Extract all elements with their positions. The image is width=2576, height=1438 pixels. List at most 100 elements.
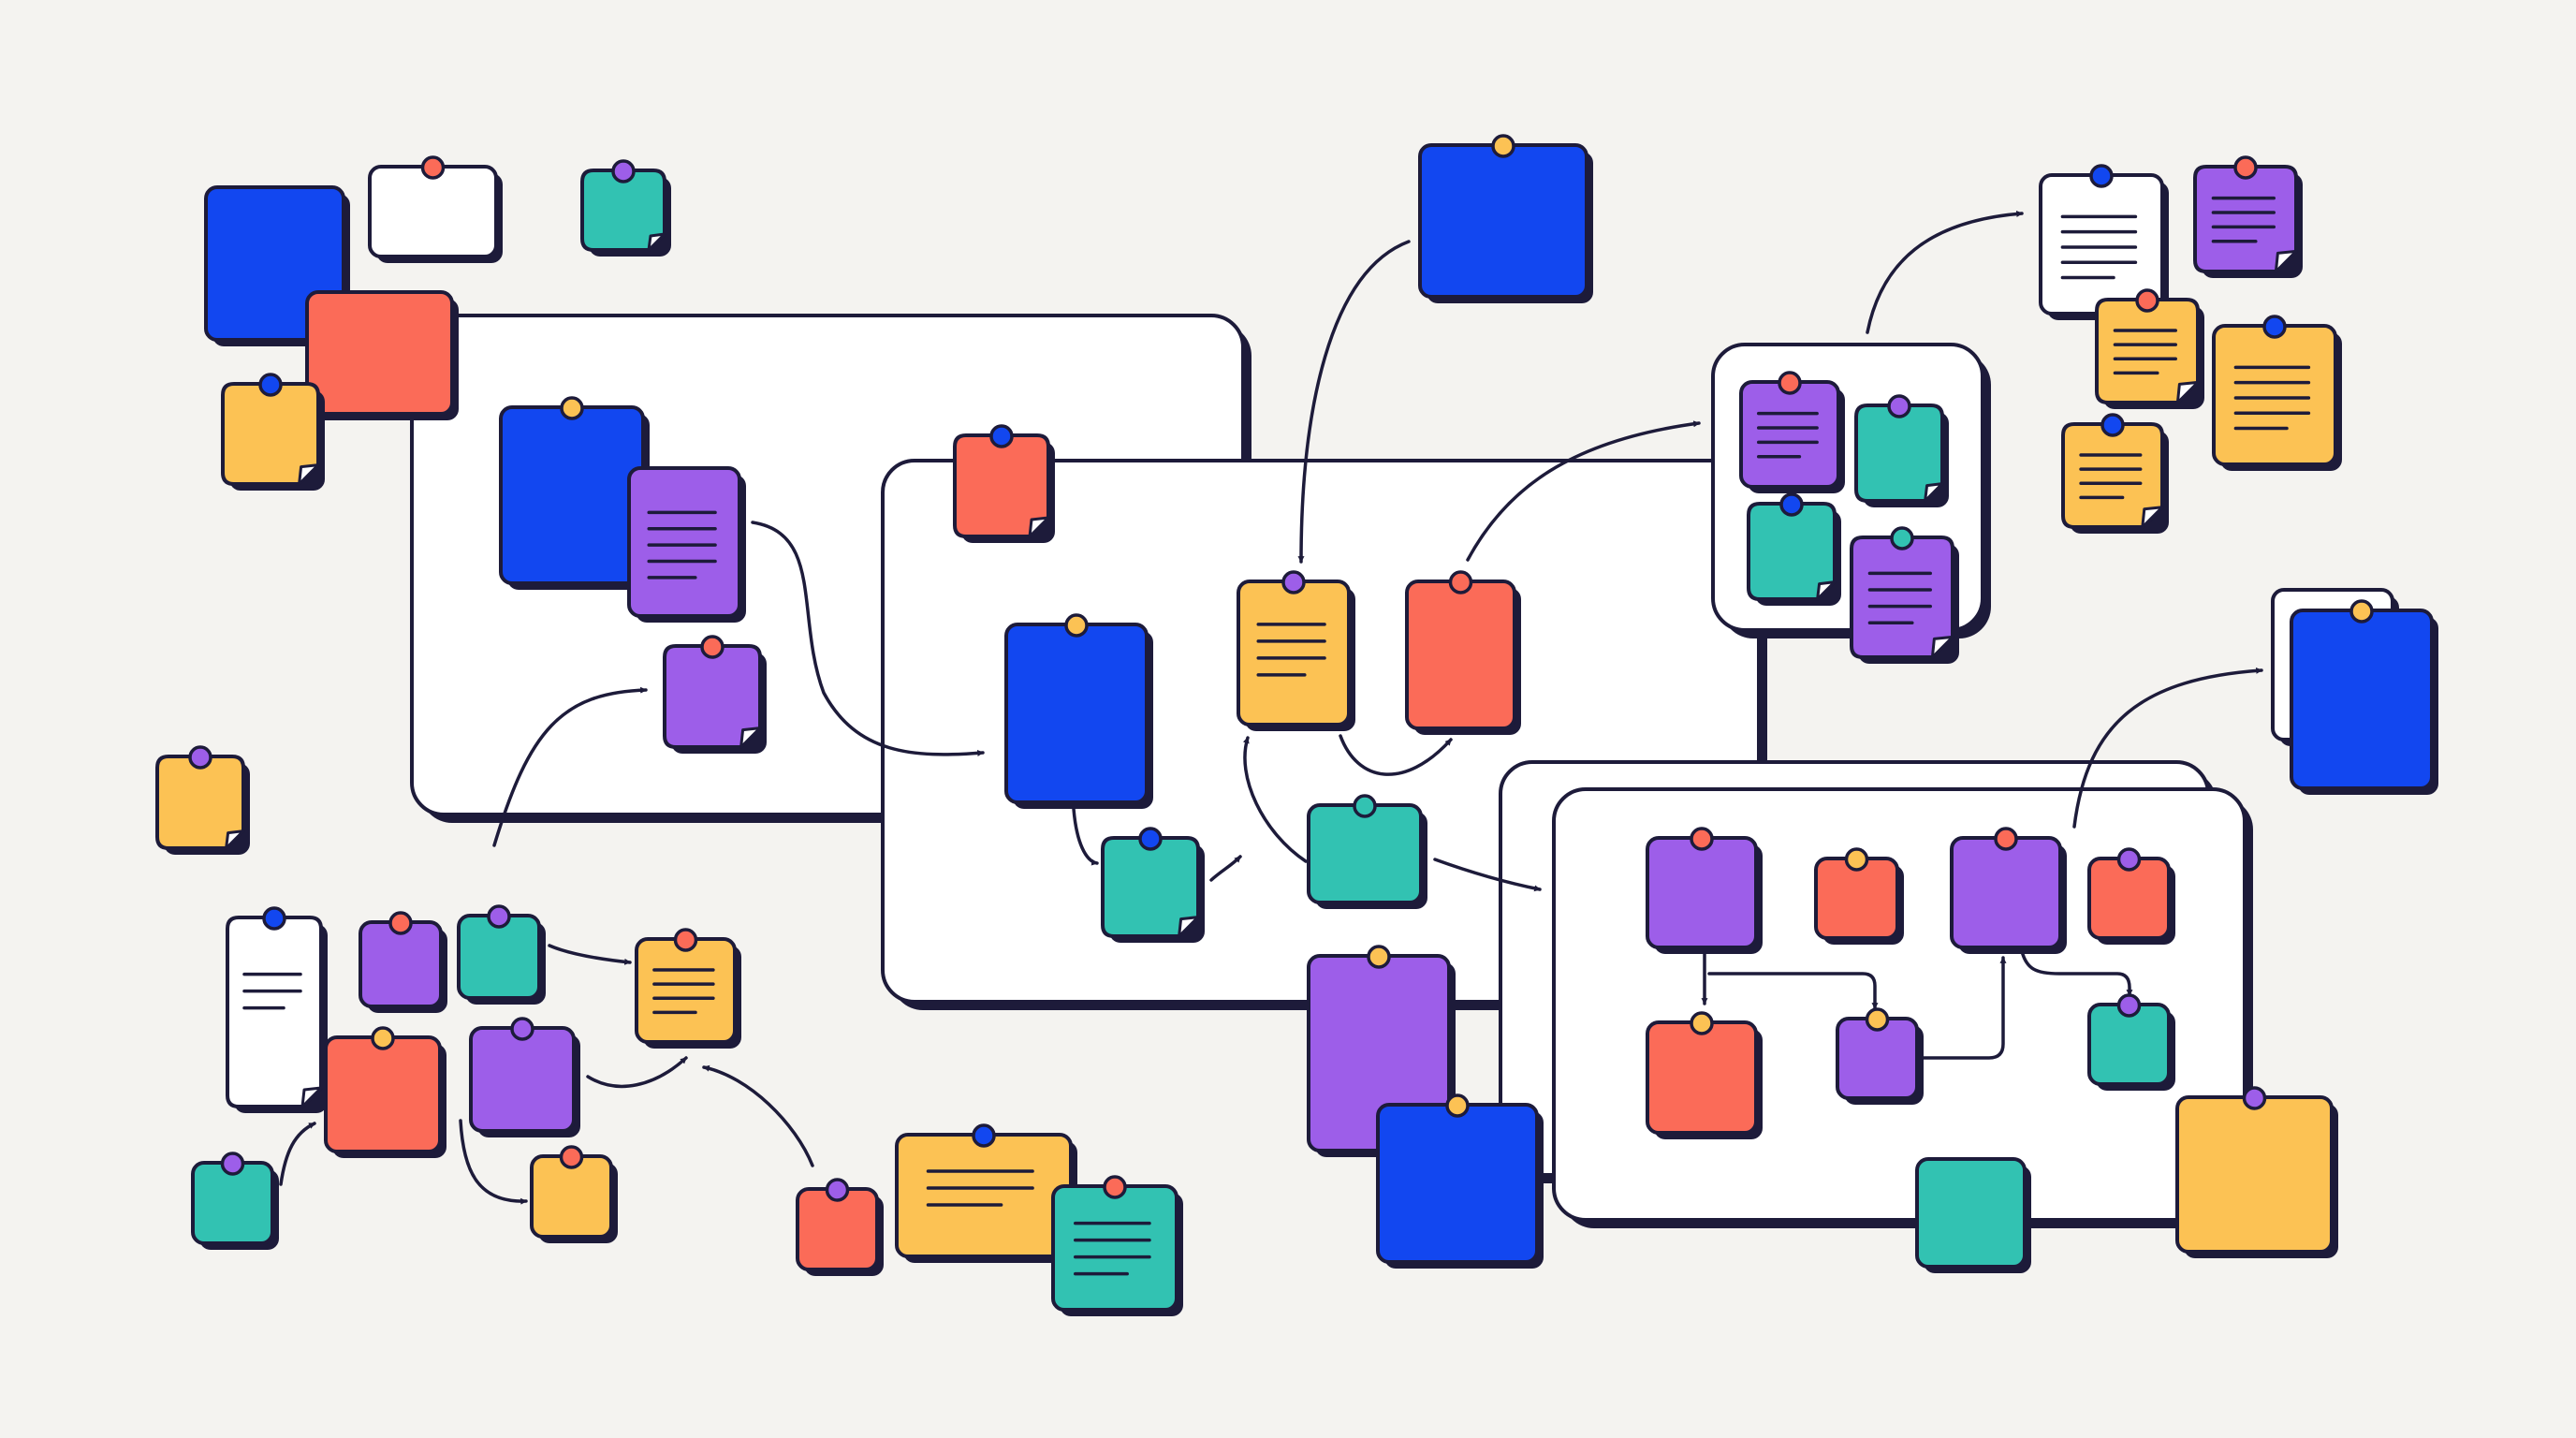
connector-br-purple-right xyxy=(1707,972,1879,1010)
note-body xyxy=(469,1026,576,1133)
pushpin-icon xyxy=(1445,1093,1470,1118)
note-body xyxy=(1646,836,1758,949)
note-body xyxy=(1101,836,1200,938)
note-yellow-small-topright[interactable] xyxy=(2061,413,2169,534)
corner-fold-icon xyxy=(1924,482,1944,503)
note-yellow-bottomleft[interactable] xyxy=(530,1145,618,1243)
note-body xyxy=(1646,1020,1758,1135)
note-teal-topleft[interactable] xyxy=(580,159,671,257)
pushpin-icon xyxy=(1353,794,1377,818)
pushpin-icon xyxy=(1690,827,1714,851)
corner-fold-icon xyxy=(2141,506,2164,529)
pushpin-icon xyxy=(2116,993,2142,1018)
pushpin-icon xyxy=(258,373,283,397)
note-body xyxy=(305,290,454,416)
note-body xyxy=(953,433,1050,538)
corner-fold-icon xyxy=(1930,635,1954,659)
note-body xyxy=(2061,422,2164,529)
note-body xyxy=(1850,536,1954,659)
note-coral-topleft[interactable] xyxy=(305,290,459,420)
connector-br-up xyxy=(1922,956,2007,1060)
note-coral-panel-br-3[interactable] xyxy=(1646,1011,1763,1139)
note-blue-top-center[interactable] xyxy=(1418,134,1593,303)
note-purple-topright[interactable] xyxy=(2193,155,2303,278)
note-yellow-topright[interactable] xyxy=(2095,288,2204,409)
corner-fold-icon xyxy=(298,463,320,486)
note-purple-panel-left[interactable] xyxy=(627,466,746,623)
corner-fold-icon xyxy=(647,232,666,252)
connector-cluster-teal-to-yellow xyxy=(548,944,632,965)
note-body xyxy=(1950,836,2062,949)
connector-top-blue-down xyxy=(1297,240,1411,564)
note-purple-panel-br-small[interactable] xyxy=(1836,1007,1924,1105)
pushpin-icon xyxy=(1778,371,1802,395)
pushpin-icon xyxy=(2242,1086,2267,1110)
note-purple-small-panel-left[interactable] xyxy=(663,635,767,754)
note-purple-panel-br-2[interactable] xyxy=(1950,827,2067,954)
note-body xyxy=(663,644,762,749)
note-coral-bottom[interactable] xyxy=(796,1178,884,1276)
note-purple-cluster[interactable] xyxy=(359,911,447,1013)
note-yellow-left[interactable] xyxy=(155,745,250,855)
note-body xyxy=(580,169,666,252)
connector-arrows xyxy=(279,210,2263,1205)
note-teal-bottomleft[interactable] xyxy=(191,1152,279,1250)
note-body xyxy=(895,1133,1073,1258)
note-coral-panel-center-right[interactable] xyxy=(1405,570,1521,735)
note-blue-right[interactable] xyxy=(2290,599,2438,795)
pushpin-icon xyxy=(1865,1007,1890,1032)
pushpin-icon xyxy=(220,1152,245,1176)
note-body xyxy=(499,405,645,585)
pushpin-icon xyxy=(1887,394,1911,418)
pushpin-icon xyxy=(1779,492,1804,517)
note-purple-panel-br[interactable] xyxy=(1646,827,1763,954)
note-teal-small-panel-topright[interactable] xyxy=(1747,492,1841,606)
note-teal-wide-panel-center[interactable] xyxy=(1307,794,1427,909)
note-teal-panel-topright[interactable] xyxy=(1854,394,1949,507)
note-body xyxy=(1051,1184,1178,1312)
pushpin-icon xyxy=(2262,315,2287,339)
note-body xyxy=(2175,1095,2334,1254)
pushpin-icon xyxy=(989,424,1014,448)
note-white-topleft[interactable] xyxy=(368,155,503,263)
note-teal-cluster[interactable] xyxy=(457,904,546,1005)
note-body xyxy=(155,755,245,850)
sticky-notes xyxy=(155,134,2438,1316)
connector-blue-to-teal xyxy=(1072,807,1099,866)
corner-fold-icon xyxy=(739,726,762,749)
note-blue-panel-center[interactable] xyxy=(1004,613,1153,809)
pushpin-icon xyxy=(559,1145,584,1169)
pushpin-icon xyxy=(1491,134,1515,158)
note-body xyxy=(1307,803,1423,904)
note-teal-wide-bottom[interactable] xyxy=(1051,1175,1183,1316)
note-purple-mid-cluster[interactable] xyxy=(469,1017,580,1137)
note-yellow-topleft[interactable] xyxy=(221,373,325,491)
connector-center-to-bottomright xyxy=(1433,858,1542,892)
pushpin-icon xyxy=(1103,1175,1127,1199)
note-yellow-panel-center[interactable] xyxy=(1237,570,1355,731)
corner-fold-icon xyxy=(225,829,245,850)
connector-coral-to-cluster xyxy=(702,1064,814,1167)
note-purple-small-panel-topright[interactable] xyxy=(1850,526,1959,664)
note-yellow-bottom-right[interactable] xyxy=(2175,1086,2338,1258)
note-teal-panel-br[interactable] xyxy=(2087,993,2175,1091)
note-purple-panel-topright[interactable] xyxy=(1739,371,1845,493)
connector-yellow-to-coral xyxy=(1339,734,1453,776)
note-yellow-tall-topright[interactable] xyxy=(2212,315,2342,471)
note-yellow-cluster[interactable] xyxy=(635,928,741,1049)
note-blue-bottom[interactable] xyxy=(1376,1093,1544,1269)
note-body xyxy=(1739,380,1840,489)
pushpin-icon xyxy=(2089,164,2114,188)
pushpin-icon xyxy=(2349,599,2374,624)
note-coral-cluster[interactable] xyxy=(324,1026,446,1158)
pushpin-icon xyxy=(188,745,212,770)
note-yellow-wide-bottom[interactable] xyxy=(895,1123,1077,1263)
note-teal-panel-center[interactable] xyxy=(1101,827,1205,943)
note-white-tall-left[interactable] xyxy=(226,906,328,1113)
note-body xyxy=(1376,1103,1539,1264)
pushpin-icon xyxy=(1890,526,1914,550)
note-teal-bottom-right[interactable] xyxy=(1915,1157,2031,1273)
note-coral-panel-br[interactable] xyxy=(1814,847,1904,945)
note-coral-panel-br-2[interactable] xyxy=(2087,847,2175,945)
note-coral-panel-center[interactable] xyxy=(953,424,1055,543)
